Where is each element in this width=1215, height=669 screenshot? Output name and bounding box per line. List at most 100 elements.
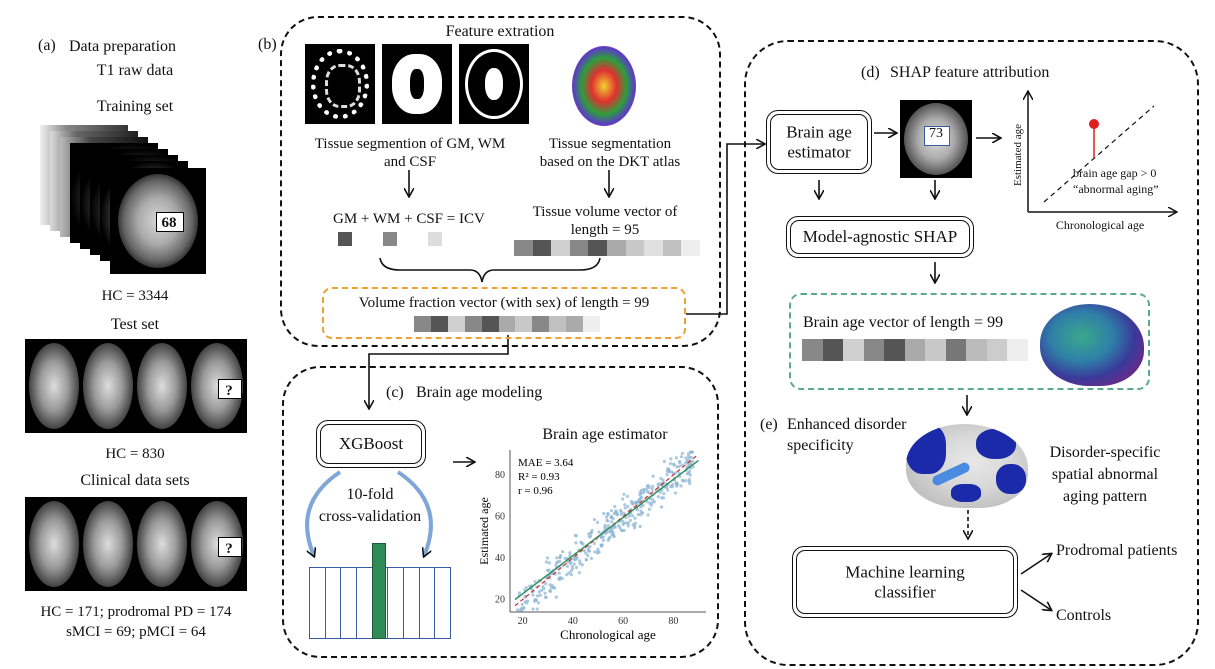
clinical-images [25,497,247,591]
scatter-point [645,487,649,491]
y-tick-label: 40 [495,553,505,564]
dkt-caption-2: based on the DKT atlas [539,154,681,170]
scatter-point [634,500,638,504]
scatter-point [691,465,695,469]
scatter-point [592,517,597,522]
scatter-point [593,550,597,554]
scatter-point [557,571,561,575]
scatter-point [565,564,569,568]
shap-label: Model-agnostic SHAP [802,227,958,247]
classifier-label-line1: Machine learning [845,562,965,582]
scatter-point [554,563,558,568]
scatter-point [665,485,669,490]
scatter-point [639,495,644,499]
scatter-point [662,459,667,464]
estimator-title: Brain age estimator [542,426,668,443]
clinical-question-mark: ? [225,541,233,557]
identity-line [514,453,699,607]
scatter-point [538,593,542,597]
scatter-point [536,601,541,605]
panel-b-title: Feature extration [445,23,555,40]
scatter-point [586,553,590,558]
scatter-point [552,586,557,590]
scatter-point [603,523,607,527]
scatter-point [518,608,522,612]
test-question-mark: ? [225,383,233,399]
scatter-point [679,484,683,488]
scatter-point [525,599,530,603]
mae-annotation: MAE = 3.64 [518,457,574,469]
scatter-point [620,529,624,533]
scatter-point [618,508,623,512]
scatter-point [609,509,614,513]
pattern-line3: aging pattern [1063,488,1147,505]
scatter-point [623,503,627,507]
seg-caption-2: and CSF [383,154,437,170]
gap-ylabel: Estimated age [1012,123,1024,186]
scatter-point [667,469,672,473]
estimator-label-line2: estimator [787,142,851,161]
scatter-point [574,541,578,545]
training-mri-front [110,168,206,274]
scatter-point [674,456,678,460]
panel-e-title-2: specificity [787,437,854,454]
scatter-point [613,504,617,509]
wm-square [383,232,397,246]
x-tick-label: 80 [668,616,678,627]
scatter-point [669,457,673,461]
scatter-point [633,521,637,525]
scatter-point [524,586,528,590]
scatter-point [638,493,642,497]
y-tick-label: 20 [495,595,505,606]
training-set-title: Training set [96,98,174,115]
gap-point [1089,119,1099,129]
scatter-point [568,553,572,558]
scatter-point [549,586,554,590]
scatter-point [545,556,550,560]
scatter-point [679,455,684,459]
scatter-point [520,602,524,607]
panel-c-label: (c) [386,384,404,401]
scatter-point [684,456,688,460]
test-count: HC = 830 [105,446,165,462]
pattern-line1: Disorder-specific [1049,444,1161,461]
panel-d-label: (d) [861,64,880,81]
scatter-point [557,577,561,581]
arrow-to-prodromal [1020,554,1051,575]
panel-a-label: (a) [38,37,56,54]
r-annotation: r = 0.96 [518,485,553,497]
scatter-point [689,455,693,459]
scatter-point [626,504,630,509]
scatter-point [680,478,685,482]
scatter-point [680,463,684,467]
scatter-point [690,450,694,454]
scatter-point [627,514,631,518]
scatter-point [570,565,574,569]
brain-age-vector-caption: Brain age vector of length = 99 [803,314,1004,331]
scatter-point [596,551,600,555]
scatter-point [565,573,569,577]
scatter-point [600,544,604,548]
scatter-point [642,490,646,495]
brace [379,257,601,283]
scatter-point [615,513,619,517]
scatter-point [658,490,662,494]
y-tick-label: 60 [495,511,505,522]
x-tick-label: 40 [568,616,578,627]
scatter-point [650,487,654,491]
scatter-point [548,589,553,594]
scatter-point [554,561,559,565]
scatter-point [611,531,615,536]
scatter-point [684,479,688,483]
scatter-point [531,607,535,611]
scatter-point [630,514,635,518]
scatter-point [665,472,669,477]
scatter-point [602,511,606,516]
scatter-point [633,516,637,520]
scatter-point [645,500,649,504]
x-tick-label: 20 [518,616,528,627]
clinical-title: Clinical data sets [80,472,190,489]
scatter-point [638,524,642,529]
